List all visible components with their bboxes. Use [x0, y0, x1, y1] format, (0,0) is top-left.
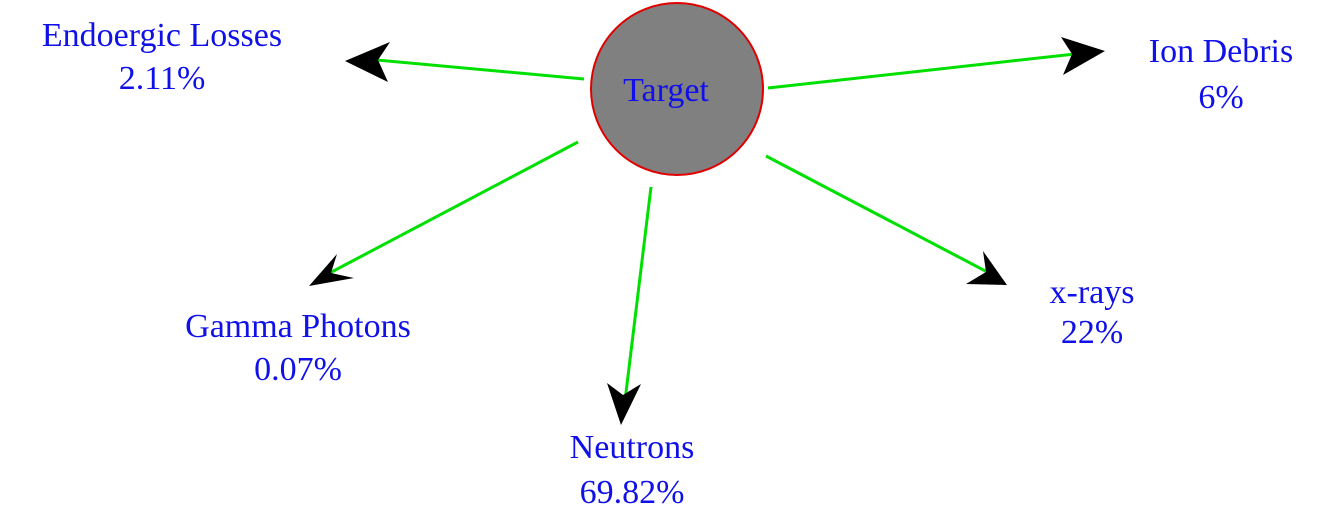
label-x-rays: x-rays 22% [1050, 274, 1135, 351]
outcome-value: 0.07% [254, 351, 342, 388]
arrow-neutrons [607, 186, 653, 425]
outcome-name: Gamma Photons [185, 308, 411, 345]
target-label: Target [623, 72, 709, 109]
arrow-x-rays [765, 154, 1007, 285]
label-endoergic-losses: Endoergic Losses 2.11% [42, 17, 282, 97]
target-circle [590, 2, 764, 176]
outcome-value: 6% [1198, 79, 1243, 116]
outcome-value: 22% [1061, 314, 1123, 351]
outcome-name: Endoergic Losses [42, 17, 282, 54]
arrow-ion-debris [767, 37, 1105, 90]
arrow-gamma-photons [309, 140, 579, 286]
outcome-name: Ion Debris [1149, 33, 1293, 70]
arrow-endoergic-losses [345, 42, 585, 82]
outcome-name: Neutrons [570, 429, 695, 466]
outcome-value: 69.82% [580, 474, 685, 509]
label-gamma-photons: Gamma Photons 0.07% [185, 308, 411, 388]
label-neutrons: Neutrons 69.82% [570, 429, 695, 509]
outcome-name: x-rays [1050, 274, 1135, 311]
outcome-value: 2.11% [119, 60, 206, 97]
label-ion-debris: Ion Debris 6% [1149, 33, 1293, 116]
